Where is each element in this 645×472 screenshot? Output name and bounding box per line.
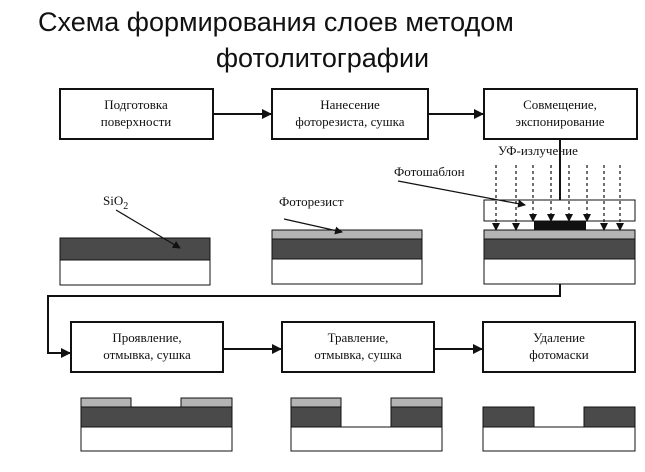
step-3-line-1: Совмещение, (523, 97, 597, 112)
step-box-1: Подготовка поверхности (59, 88, 214, 140)
step-5-line-1: Травление, (328, 330, 389, 345)
uv-ray-heads (492, 214, 624, 231)
cross-section-3 (483, 199, 636, 285)
step-box-4: Проявление, отмывка, сушка (70, 321, 224, 373)
step-box-3: Совмещение, экспонирование (483, 88, 638, 140)
step-4-line-2: отмывка, сушка (103, 347, 191, 362)
pointer-sio2 (115, 209, 181, 249)
cross-section-4 (80, 397, 233, 452)
cross-section-5 (290, 397, 443, 452)
step-box-6: Удаление фотомаски (482, 321, 636, 373)
photomask-plate (483, 199, 636, 222)
step-6-line-1: Удаление (533, 330, 585, 345)
step-1-line-2: поверхности (101, 114, 172, 129)
step-2-line-2: фоторезиста, сушка (295, 114, 404, 129)
cross-section-6 (482, 406, 636, 452)
cross-section-1 (59, 237, 211, 286)
title-line-2: фотолитографии (215, 43, 430, 73)
diagram-title: Схема формирования слоев методом фотолит… (0, 4, 645, 76)
cross-section-2 (271, 229, 423, 285)
pointer-photomask (397, 180, 526, 208)
step-5-line-2: отмывка, сушка (314, 347, 402, 362)
step-6-line-2: фотомаски (529, 347, 589, 362)
label-sio2: SiO2 (103, 193, 128, 212)
pointer-photoresist (283, 218, 343, 235)
label-uv: УФ-излучение (498, 143, 578, 158)
photomask-pattern (534, 221, 586, 230)
uv-rays (495, 165, 621, 228)
step-box-5: Травление, отмывка, сушка (281, 321, 435, 373)
label-photoresist: Фоторезист (279, 194, 344, 209)
step-box-2: Нанесение фоторезиста, сушка (271, 88, 429, 140)
label-photomask: Фотошаблон (394, 164, 465, 179)
title-line-1: Схема формирования слоев методом (38, 7, 514, 37)
step-2-line-1: Нанесение (320, 97, 380, 112)
step-3-line-2: экспонирование (515, 114, 604, 129)
step-4-line-1: Проявление, (112, 330, 181, 345)
step-1-line-1: Подготовка (104, 97, 168, 112)
